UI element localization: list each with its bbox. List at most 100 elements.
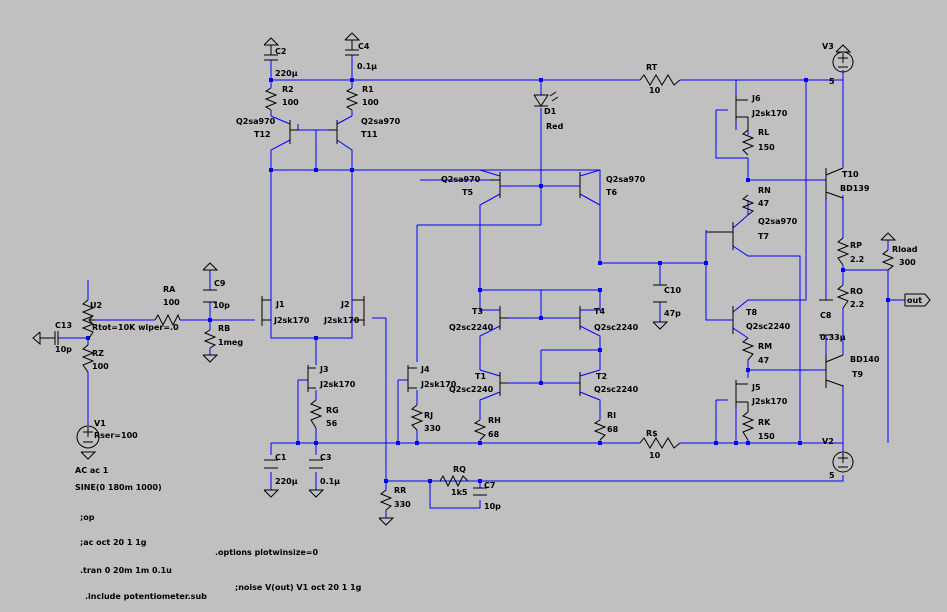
r2-ref: R2 xyxy=(282,85,294,94)
rp-value: 2.2 xyxy=(850,255,864,264)
resistor-rt[interactable] xyxy=(639,74,681,86)
resistor-rn[interactable] xyxy=(741,194,755,216)
u2-value: Rtot=10K wiper=.0 xyxy=(92,323,179,332)
resistor-r1[interactable] xyxy=(345,87,359,111)
rm-value: 47 xyxy=(758,356,769,365)
capacitor-c7[interactable] xyxy=(473,487,487,496)
rh-value: 68 xyxy=(488,430,500,439)
c10-ref: C10 xyxy=(664,286,681,295)
jfet-j1[interactable] xyxy=(261,296,271,326)
capacitor-c3[interactable] xyxy=(309,459,323,469)
rr-ref: RR xyxy=(394,486,406,495)
resistor-rp[interactable] xyxy=(836,237,850,266)
j4-ref: J4 xyxy=(420,365,430,374)
resistor-ra[interactable] xyxy=(154,313,181,327)
transistor-t5[interactable] xyxy=(490,172,501,198)
c13-value: 10p xyxy=(55,345,72,354)
potentiometer-u2[interactable] xyxy=(81,299,95,341)
t3-model: Q2sc2240 xyxy=(449,323,494,332)
transistor-t7[interactable] xyxy=(706,222,734,250)
voltage-source-v1[interactable] xyxy=(76,425,100,449)
v2-ref: V2 xyxy=(822,437,834,446)
ground-symbols xyxy=(80,32,897,526)
resistor-rr[interactable] xyxy=(379,489,393,511)
rb-value: 1meg xyxy=(218,338,243,347)
resistor-rh[interactable] xyxy=(473,419,487,441)
jfet-j6[interactable] xyxy=(735,95,749,130)
t4-ref: T4 xyxy=(594,307,605,316)
resistor-rload[interactable] xyxy=(881,249,895,271)
rr-value: 330 xyxy=(394,500,411,509)
rj-ref: RJ xyxy=(424,411,433,420)
resistor-rk[interactable] xyxy=(741,411,755,441)
t11-model: Q2sa970 xyxy=(361,117,401,126)
t9-model: BD140 xyxy=(850,355,880,364)
wires xyxy=(58,55,910,518)
capacitor-c2[interactable] xyxy=(264,45,278,61)
rload-ref: Rload xyxy=(892,245,918,254)
rj-value: 330 xyxy=(424,424,441,433)
transistor-t10[interactable] xyxy=(825,167,844,200)
transistor-t12[interactable] xyxy=(289,120,298,144)
c4-value: 0.1µ xyxy=(357,62,377,71)
transistor-t11[interactable] xyxy=(329,120,338,144)
jfet-j2[interactable] xyxy=(352,296,365,326)
resistor-ro[interactable] xyxy=(836,284,850,309)
t4-model: Q2sc2240 xyxy=(594,323,639,332)
resistor-rz[interactable] xyxy=(81,344,95,373)
c7-ref: C7 xyxy=(484,481,495,490)
rn-ref: RN xyxy=(758,186,771,195)
j5-model: J2sk170 xyxy=(751,397,788,406)
voltage-source-v3[interactable] xyxy=(832,51,854,73)
c8-value: 0.33µ xyxy=(820,333,846,342)
capacitor-c1[interactable] xyxy=(264,459,278,469)
rq-value: 1k5 xyxy=(451,488,468,497)
jfet-j5[interactable] xyxy=(735,380,749,412)
u2-ref: U2 xyxy=(90,301,102,310)
resistor-r2[interactable] xyxy=(264,87,278,111)
resistor-rq[interactable] xyxy=(439,474,469,488)
c2-value: 220µ xyxy=(275,69,298,78)
rz-ref: RZ xyxy=(92,349,104,358)
jfet-j4[interactable] xyxy=(407,365,417,392)
resistor-rs[interactable] xyxy=(639,437,681,449)
capacitor-c4[interactable] xyxy=(345,40,359,56)
out-port[interactable] xyxy=(904,293,931,307)
c7-value: 10p xyxy=(484,502,501,511)
resistor-rm[interactable] xyxy=(741,337,755,361)
transistor-t3[interactable] xyxy=(499,306,508,330)
spice-directives[interactable]: ;op ;ac oct 20 1 1g .tran 0 20m 1m 0.1u … xyxy=(80,513,362,601)
resistor-rj[interactable] xyxy=(410,404,424,431)
c10-value: 47p xyxy=(664,309,681,318)
c9-value: 10p xyxy=(213,301,230,310)
rl-value: 150 xyxy=(758,143,775,152)
jfet-j3[interactable] xyxy=(307,365,316,392)
d1-value: Red xyxy=(546,122,564,131)
t10-model: BD139 xyxy=(840,184,870,193)
resistor-rl[interactable] xyxy=(741,129,755,156)
ra-value: 100 xyxy=(163,298,180,307)
rk-ref: RK xyxy=(758,418,771,427)
capacitor-c10[interactable] xyxy=(653,284,667,303)
directive-options: .options plotwinsize=0 xyxy=(215,548,318,557)
resistor-rb[interactable] xyxy=(203,329,217,349)
resistor-ri[interactable] xyxy=(593,419,607,441)
directive-tran: .tran 0 20m 1m 0.1u xyxy=(80,566,172,575)
junctions xyxy=(86,78,890,483)
rl-ref: RL xyxy=(758,128,769,137)
t3-ref: T3 xyxy=(472,307,483,316)
voltage-source-v2[interactable] xyxy=(832,451,854,473)
r1-ref: R1 xyxy=(362,85,374,94)
transistor-t9[interactable] xyxy=(825,354,844,388)
transistor-t1[interactable] xyxy=(499,372,508,396)
j6-ref: J6 xyxy=(751,94,761,103)
rb-ref: RB xyxy=(218,324,230,333)
r2-value: 100 xyxy=(282,98,299,107)
led-d1[interactable] xyxy=(533,91,559,107)
capacitor-c13[interactable] xyxy=(32,331,59,346)
capacitor-c9[interactable] xyxy=(203,289,217,303)
resistor-rg[interactable] xyxy=(309,399,323,429)
capacitor-c8[interactable] xyxy=(819,299,833,336)
directive-noise: ;noise V(out) V1 oct 20 1 1g xyxy=(235,583,362,592)
